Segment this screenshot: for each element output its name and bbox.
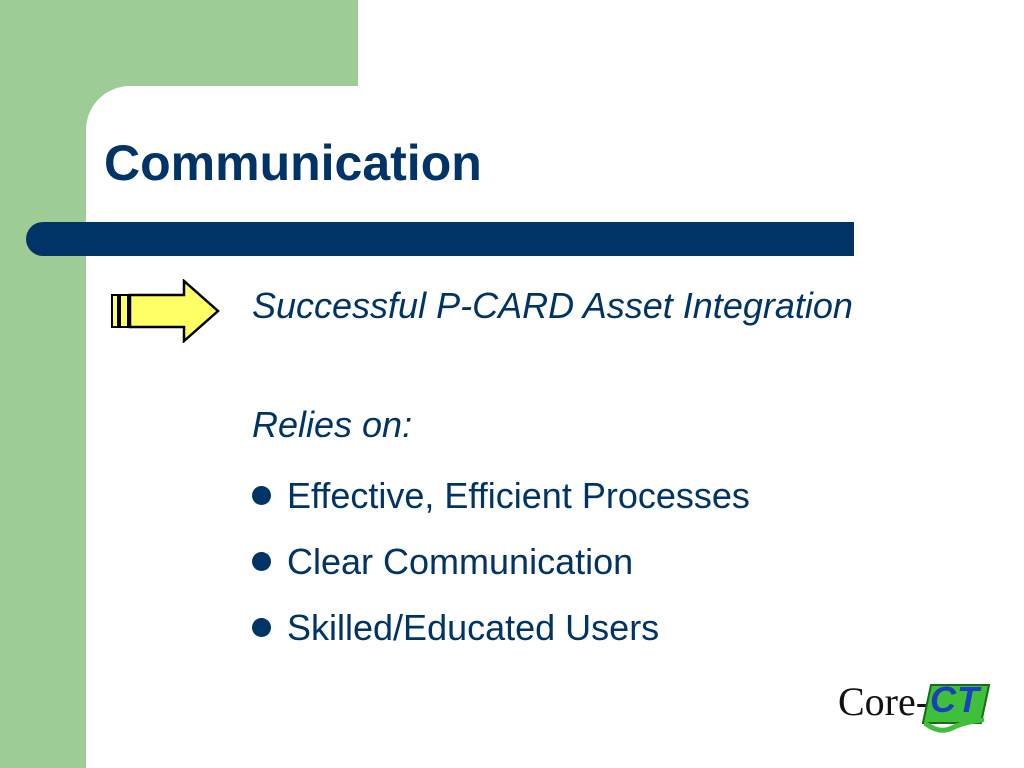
headline: Successful P-CARD Asset Integration [252,285,853,326]
logo-text: Core- [838,679,930,724]
list-item: Skilled/Educated Users [252,594,1022,660]
list-item-text: Clear Communication [287,540,634,582]
checkmark-swoosh-icon [924,718,984,733]
bullet-dot-icon [252,485,271,505]
right-arrow-icon [111,279,220,343]
core-ct-logo: Core- CT [838,682,994,736]
list-item: Effective, Efficient Processes [252,462,1022,528]
list-item-text: Effective, Efficient Processes [287,474,750,516]
list-item: Clear Communication [252,528,1022,594]
bullet-dot-icon [252,617,271,637]
subhead: Relies on: [252,404,413,446]
spacer [252,327,1022,403]
slide-title: Communication [104,135,482,191]
bullet-list: Effective, Efficient Processes Clear Com… [252,462,1022,660]
logo-badge-text: CT [930,679,980,720]
list-item-text: Skilled/Educated Users [287,606,660,648]
title-underline-bar [26,222,854,256]
slide-panel [86,86,1024,768]
slide-content: Successful P-CARD Asset Integration Reli… [252,284,1022,660]
bullet-dot-icon [252,551,271,571]
